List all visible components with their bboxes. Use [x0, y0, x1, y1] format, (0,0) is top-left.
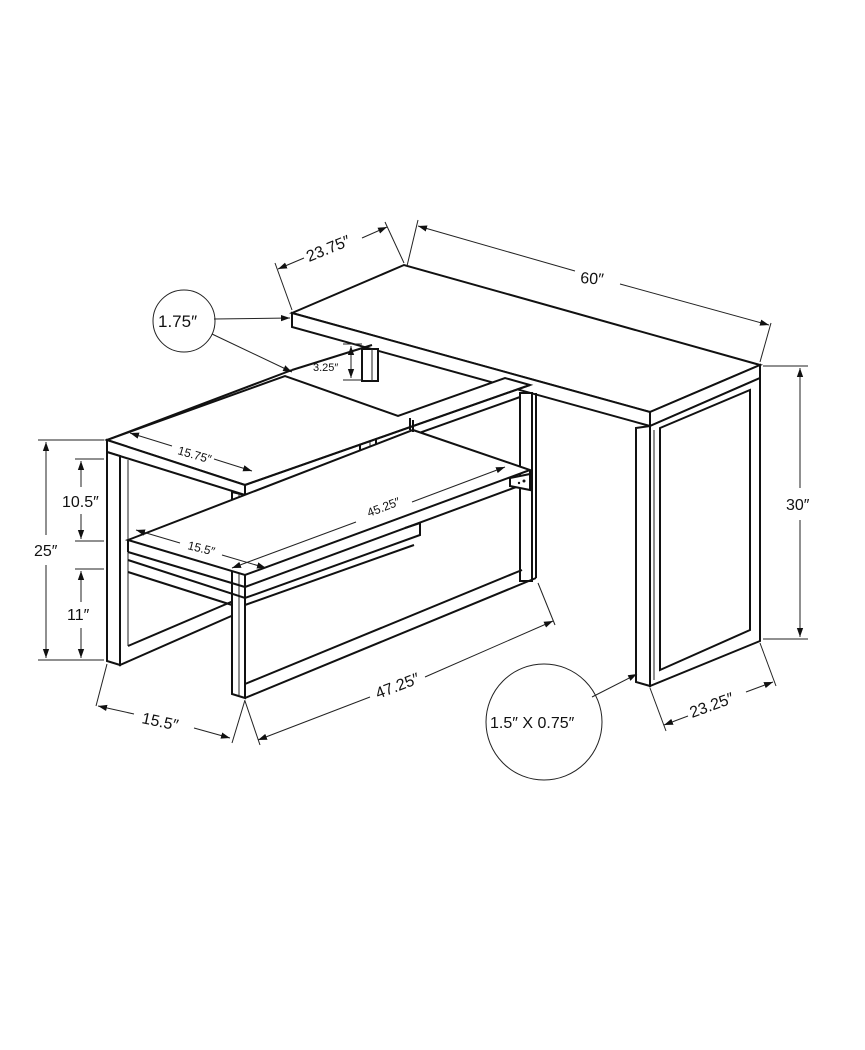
- label-return-base-depth: 15.5″: [140, 710, 180, 734]
- label-shelf-depth: 15.5″: [186, 538, 217, 558]
- label-top-length: 60″: [580, 270, 605, 289]
- label-top-depth: 23.75″: [304, 233, 353, 266]
- dimension-lines: [38, 219, 808, 746]
- label-top-thickness: 1.75″: [158, 312, 197, 331]
- label-lower-opening: 11″: [67, 607, 90, 624]
- label-upper-opening: 10.5″: [62, 494, 99, 511]
- label-leg-tube: 1.5″ X 0.75″: [490, 715, 575, 732]
- return-unit: [103, 344, 537, 700]
- callout-circle-leg-tube: [485, 663, 603, 781]
- callout-circle-top-thickness: [152, 289, 216, 353]
- desk-top: [288, 263, 764, 428]
- label-leg-gap: 3.25″: [313, 362, 338, 374]
- right-leg-frame: [635, 376, 761, 688]
- label-overall-height: 30″: [786, 497, 810, 514]
- label-right-leg-depth: 23.25″: [688, 690, 737, 722]
- label-return-length: 47.25″: [373, 670, 422, 702]
- label-return-height: 25″: [34, 543, 58, 560]
